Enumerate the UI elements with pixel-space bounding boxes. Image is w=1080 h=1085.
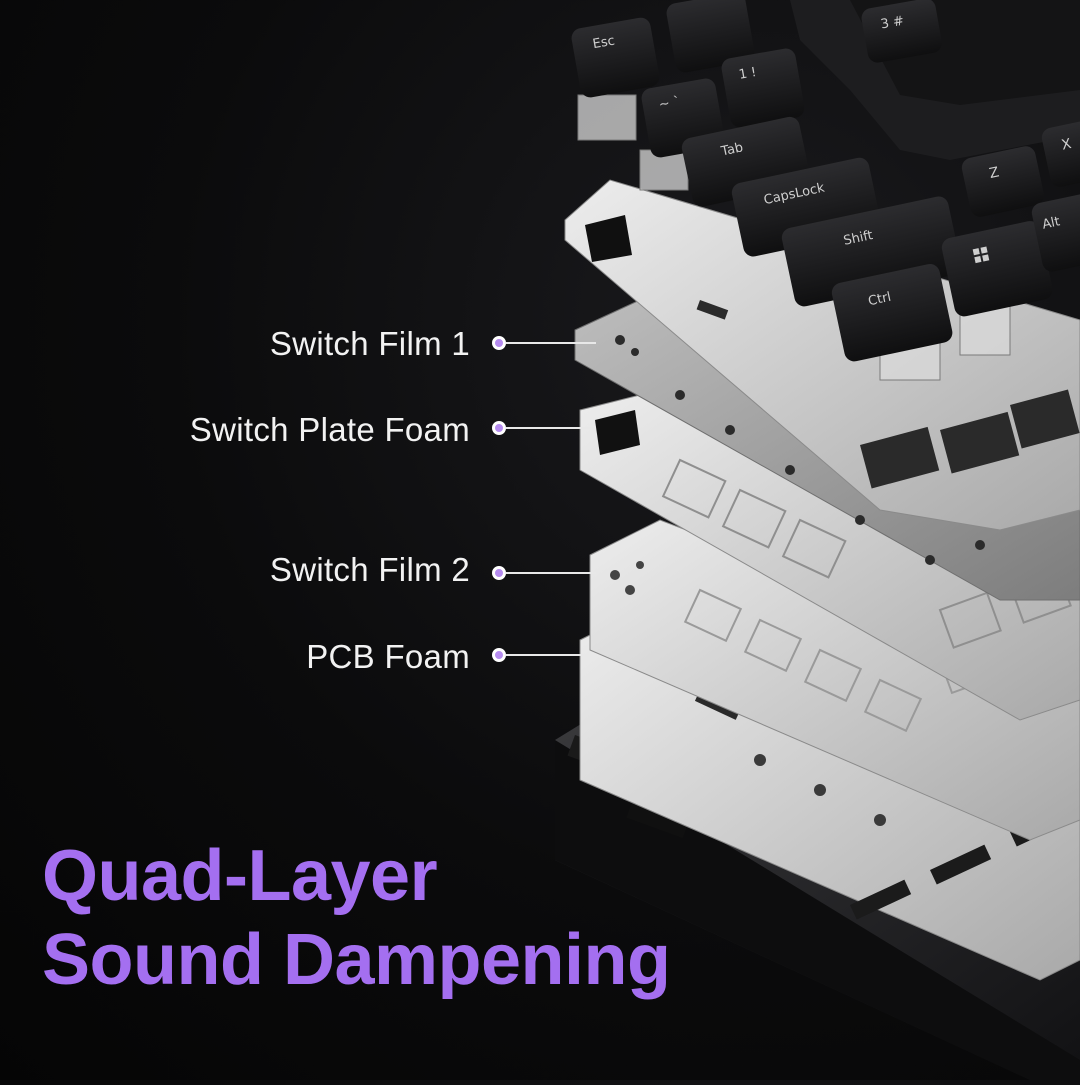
keycap-1-label: 1 ! xyxy=(738,65,758,83)
callout-label: Switch Film 1 xyxy=(269,325,470,362)
keycap-ctrl-label: Ctrl xyxy=(867,290,893,309)
keycap-3: 3 # xyxy=(861,0,942,63)
headline: Quad-Layer Sound Dampening xyxy=(42,834,671,1002)
keycap-tab-label: Tab xyxy=(719,140,745,159)
callout-leader-line xyxy=(506,427,596,429)
keycap-shift-label: Shift xyxy=(842,228,874,249)
callout-label: Switch Film 2 xyxy=(269,551,470,588)
switch-plate-layer xyxy=(564,179,1080,531)
callout-leader-line xyxy=(506,654,596,656)
keycaps: Esc ~ ` 1 ! 3 # Tab Ca xyxy=(571,0,1080,362)
keycap-z-label: Z xyxy=(988,164,1001,182)
callout-label: Switch Plate Foam xyxy=(189,411,470,448)
callout-label: PCB Foam xyxy=(306,638,470,675)
keycap-ctrl: Ctrl xyxy=(831,263,953,362)
keycap-alt-label: Alt xyxy=(1041,214,1061,232)
callout-dot xyxy=(492,648,506,662)
keycap-esc: Esc xyxy=(571,17,660,98)
keycap-esc-label: Esc xyxy=(592,34,616,53)
headline-line-1: Quad-Layer xyxy=(42,836,438,916)
callout-leader-line xyxy=(506,342,596,344)
callout-dot xyxy=(492,566,506,580)
keycap-x: X xyxy=(1041,116,1080,187)
keycap-1: 1 ! xyxy=(721,48,805,128)
windows-icon xyxy=(972,246,990,264)
callout-leader-line xyxy=(506,572,596,574)
callout-dot xyxy=(492,336,506,350)
keycap-alt: Alt xyxy=(1031,190,1080,272)
keycap-tilde-label: ~ ` xyxy=(658,94,682,113)
keycap-z: Z xyxy=(961,146,1044,217)
keycap-f1 xyxy=(666,0,755,73)
keycap-3-label: 3 # xyxy=(880,14,906,33)
headline-line-2: Sound Dampening xyxy=(42,920,671,1000)
callout-dot xyxy=(492,421,506,435)
keycap-x-label: X xyxy=(1060,136,1073,154)
keycap-win xyxy=(941,221,1053,317)
